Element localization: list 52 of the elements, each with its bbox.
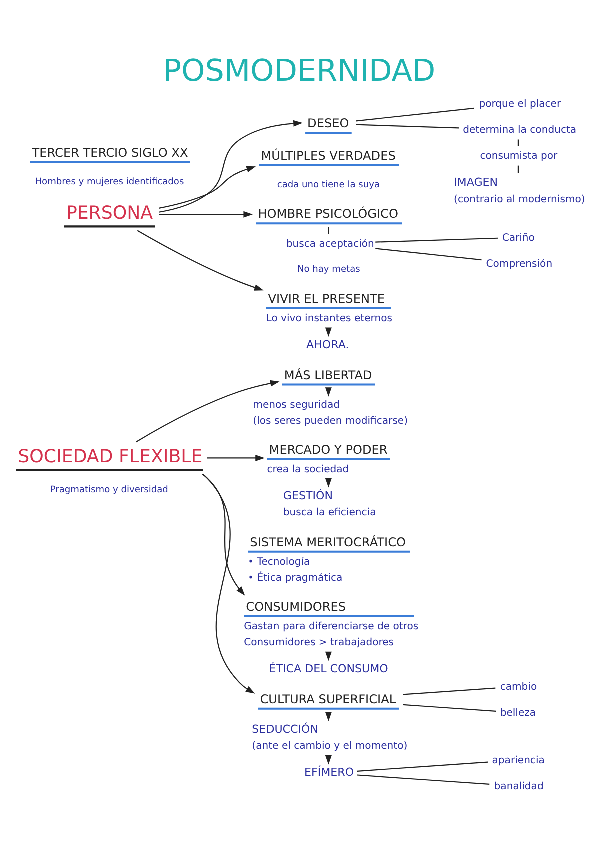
node-text: CULTURA SUPERFICIAL (260, 692, 396, 706)
arrow (202, 474, 256, 694)
arrow (158, 166, 256, 208)
connector (376, 237, 498, 242)
node-text: CONSUMIDORES Gastan para diferenciarse de otros Consumidores > trabajadores (244, 599, 419, 648)
connector (356, 124, 459, 128)
connector (518, 139, 520, 146)
connector (356, 107, 475, 122)
diagram-title: POSMODERNIDAD (163, 54, 436, 89)
connector (357, 774, 490, 785)
node-text: cambio (500, 681, 538, 692)
connector (376, 248, 482, 260)
node-text: DESEO (308, 116, 350, 130)
arrow (207, 454, 265, 461)
node-text: SOCIEDAD FLEXIBLE (18, 446, 203, 468)
node-text: MÚLTIPLES VERDADES (261, 148, 396, 162)
node-text: menos seguridad (los seres pueden modificarse) (253, 399, 408, 426)
connector (518, 165, 520, 173)
node-text: VIVIR EL PRESENTE Lo vivo instantes eternos (266, 291, 392, 324)
connector (403, 704, 496, 712)
node-text: MÁS LIBERTAD (284, 368, 372, 382)
node-label: No hay metas (297, 264, 360, 275)
arrow (136, 380, 280, 442)
node-text: PERSONA (66, 202, 154, 224)
node-text: determina la conducta (463, 124, 577, 136)
node-label: Hombres y mujeres identificados (35, 177, 184, 188)
node-text: HOMBRE PSICOLÓGICO (258, 206, 399, 221)
node-label: cada uno tiene la suya (277, 180, 380, 190)
node-text: apariencia (492, 754, 545, 766)
node-text: SEDUCCIÓN (ante el cambio y el momento) (252, 722, 408, 752)
node-text: banalidad (494, 780, 544, 792)
arrow (159, 210, 253, 218)
node-text: Cariño (502, 232, 535, 244)
arrow (159, 120, 303, 212)
node-text: EFÍMERO (304, 766, 354, 779)
arrow (137, 230, 264, 290)
node-text: porque el placer (479, 98, 562, 110)
node-text: GESTIÓN busca la eficiencia (283, 488, 376, 518)
node-text: IMAGEN (contrario al modernismo) (454, 176, 586, 206)
node-text: Comprensión (486, 258, 553, 270)
connector (357, 761, 488, 772)
node-text: consumista por (480, 150, 558, 162)
node-label: Pragmatismo y diversidad (50, 485, 168, 496)
node-text: AHORA. (306, 338, 350, 351)
arrow (202, 473, 246, 596)
node-text: busca aceptación (286, 238, 374, 250)
node-text: ÉTICA DEL CONSUMO (269, 662, 388, 675)
node-text: belleza (500, 707, 536, 718)
connector (403, 687, 496, 695)
label: TERCER TERCIO SIGLO XX (32, 145, 188, 160)
node-text: MERCADO Y PODER crea la sociedad (267, 442, 388, 475)
node-text: SISTEMA MERITOCRÁTICO • Tecnología • Ética pragmática (248, 534, 406, 584)
